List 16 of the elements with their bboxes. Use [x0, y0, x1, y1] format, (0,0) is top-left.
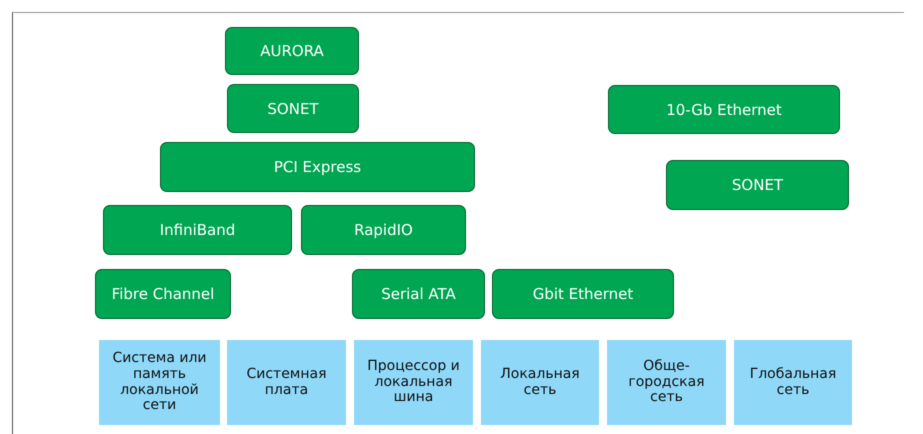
technology-box: Serial ATA [352, 269, 485, 319]
technology-box: Fibre Channel [95, 269, 231, 319]
technology-box: Gbit Ethernet [492, 269, 674, 319]
scope-box: Глобальная сеть [734, 340, 852, 425]
technology-box: InfiniBand [103, 205, 292, 255]
technology-box: SONET [227, 84, 359, 133]
scope-box: Процессор и локальная шина [354, 340, 473, 425]
technology-box: 10-Gb Ethernet [608, 85, 840, 134]
scope-box: Локальная сеть [481, 340, 599, 425]
technology-box: SONET [666, 160, 849, 210]
scope-box: Обще-городская сеть [607, 340, 726, 425]
technology-box: AURORA [225, 27, 359, 75]
scope-box: Система или память локальной сети [99, 340, 220, 425]
technology-box: RapidIO [301, 205, 466, 255]
scope-box: Системная плата [227, 340, 346, 425]
technology-box: PCI Express [160, 142, 475, 192]
